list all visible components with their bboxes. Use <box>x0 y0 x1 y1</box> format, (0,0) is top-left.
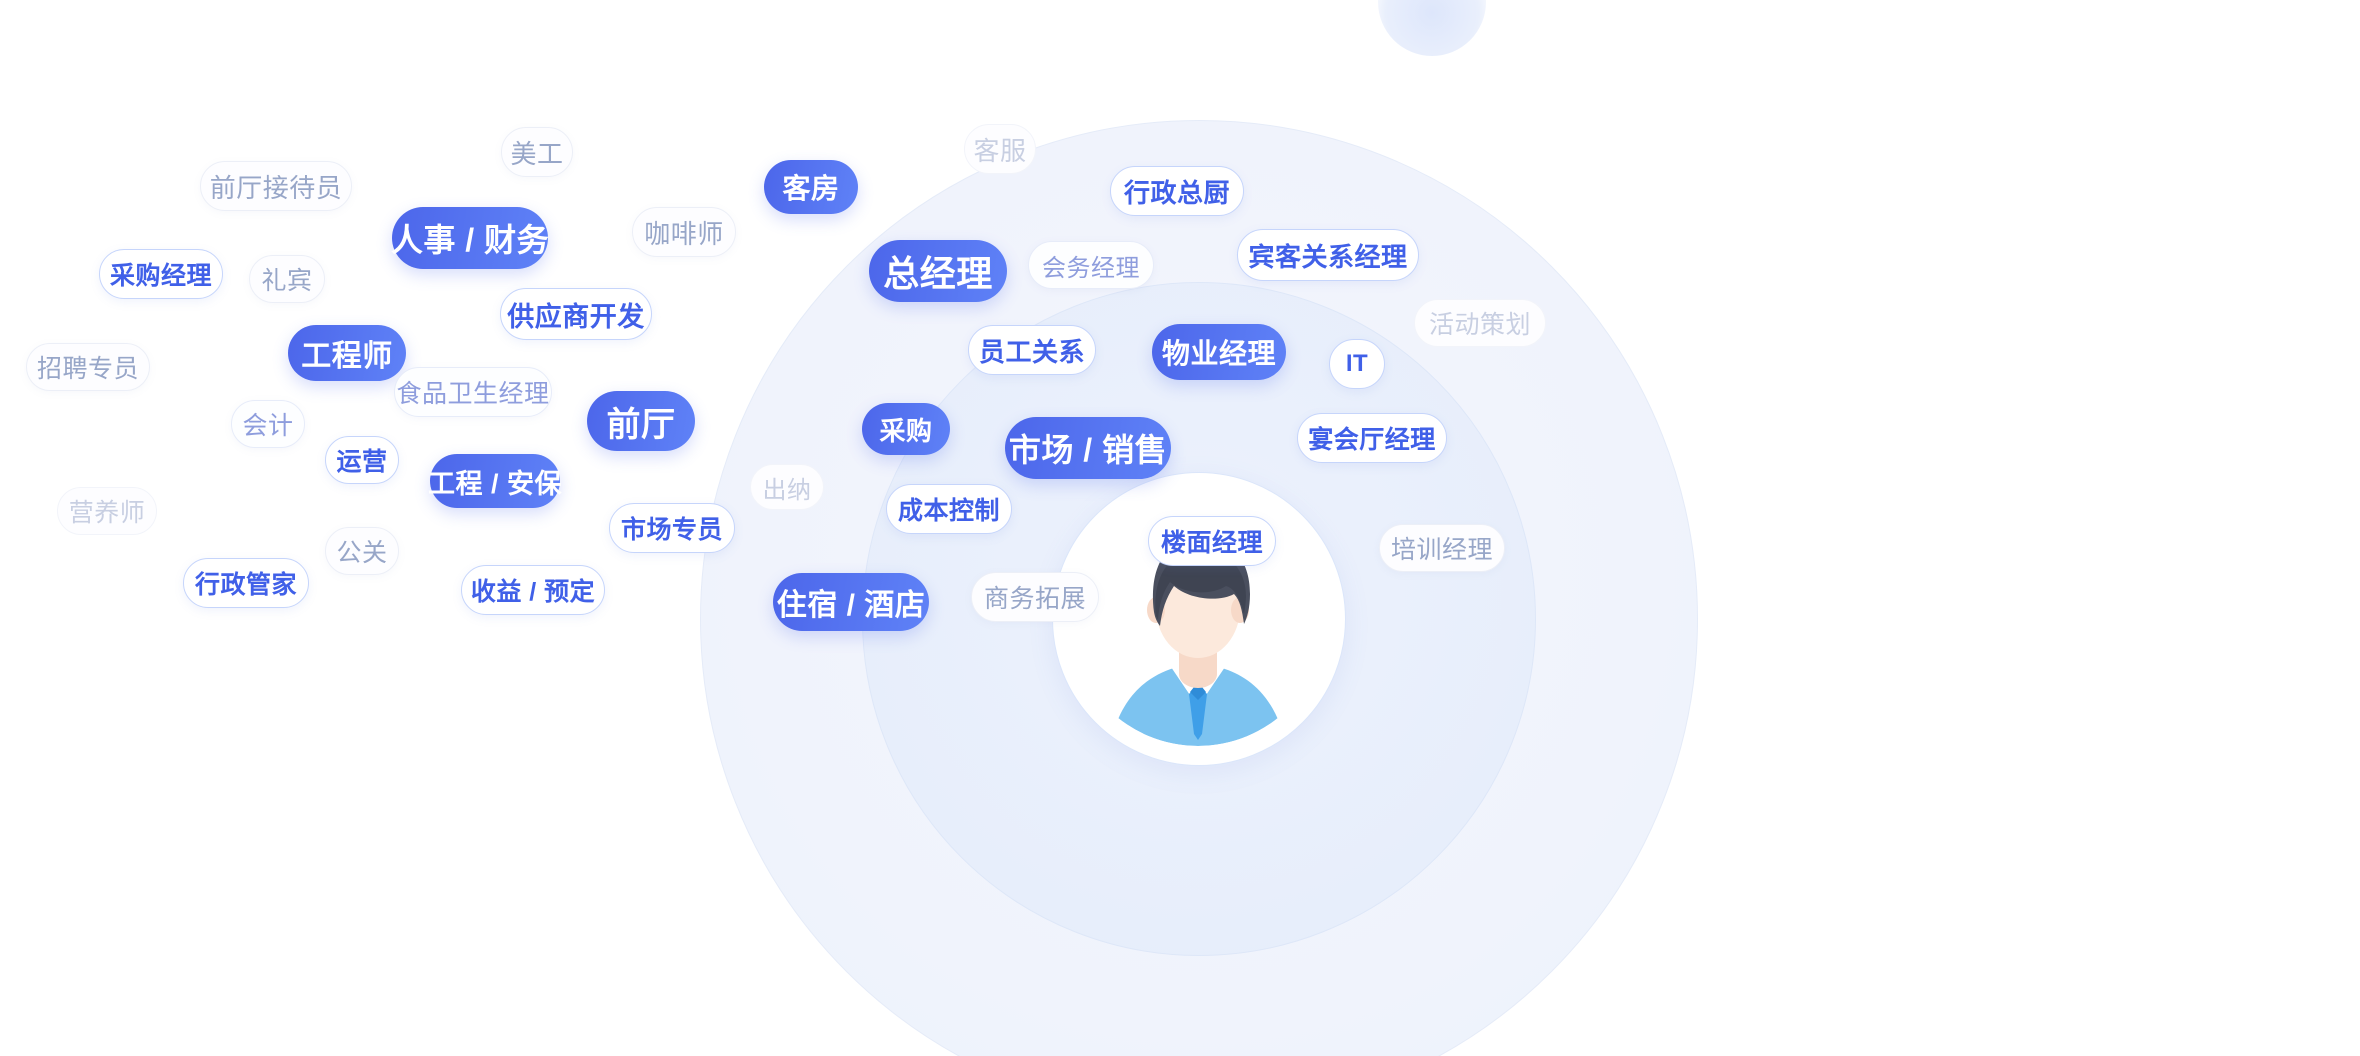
role-pill-n03[interactable]: 客房 <box>764 160 858 214</box>
role-pill-n22[interactable]: 会计 <box>231 400 305 448</box>
role-pill-n21[interactable]: 前厅 <box>587 391 695 451</box>
role-pill-n23[interactable]: 采购 <box>862 403 950 455</box>
role-pill-n07[interactable]: 人事 / 财务 <box>391 207 549 269</box>
role-pill-n38[interactable]: 商务拓展 <box>971 572 1099 622</box>
role-pill-n14[interactable]: 活动策划 <box>1414 299 1546 347</box>
role-pill-n37[interactable]: 住宿 / 酒店 <box>773 573 929 631</box>
role-pill-n30[interactable]: 营养师 <box>57 487 157 535</box>
role-pill-n06[interactable]: 咖啡师 <box>632 207 736 257</box>
role-pill-n10[interactable]: 采购经理 <box>99 249 223 299</box>
role-pill-n25[interactable]: 市场 / 销售 <box>1005 417 1171 479</box>
role-pill-n29[interactable]: 成本控制 <box>886 484 1012 534</box>
role-pill-n15[interactable]: 员工关系 <box>968 325 1096 375</box>
role-pill-n32[interactable]: 楼面经理 <box>1148 516 1276 566</box>
role-pill-n04[interactable]: 前厅接待员 <box>200 161 352 211</box>
role-pill-n35[interactable]: 收益 / 预定 <box>461 565 605 615</box>
role-pill-n33[interactable]: 培训经理 <box>1379 524 1505 572</box>
role-pill-n17[interactable]: 工程师 <box>288 325 406 381</box>
role-pill-n27[interactable]: 工程 / 安保 <box>428 454 562 508</box>
role-pill-n18[interactable]: 招聘专员 <box>26 343 150 391</box>
role-pill-n34[interactable]: 公关 <box>325 527 399 575</box>
role-pill-n11[interactable]: 总经理 <box>869 240 1007 302</box>
role-pill-n13[interactable]: 供应商开发 <box>500 288 652 340</box>
role-pill-n08[interactable]: 宾客关系经理 <box>1237 229 1419 281</box>
role-pill-n31[interactable]: 市场专员 <box>609 503 735 553</box>
role-pill-n19[interactable]: IT <box>1329 339 1385 389</box>
role-pill-n09[interactable]: 会务经理 <box>1028 241 1154 289</box>
role-pill-n36[interactable]: 行政管家 <box>183 558 309 608</box>
role-pill-n01[interactable]: 美工 <box>501 127 573 177</box>
role-pill-n16[interactable]: 物业经理 <box>1152 324 1286 380</box>
decorative-blob <box>1378 0 1486 56</box>
role-pill-n28[interactable]: 出纳 <box>750 464 824 510</box>
role-pill-n12[interactable]: 礼宾 <box>249 255 325 303</box>
role-pill-n26[interactable]: 运营 <box>325 436 399 484</box>
avatar-person-icon <box>1070 490 1326 746</box>
role-pill-n24[interactable]: 宴会厅经理 <box>1297 413 1447 463</box>
role-pill-n20[interactable]: 食品卫生经理 <box>394 367 552 417</box>
role-pill-n02[interactable]: 客服 <box>964 124 1036 174</box>
role-pill-n05[interactable]: 行政总厨 <box>1110 166 1244 216</box>
